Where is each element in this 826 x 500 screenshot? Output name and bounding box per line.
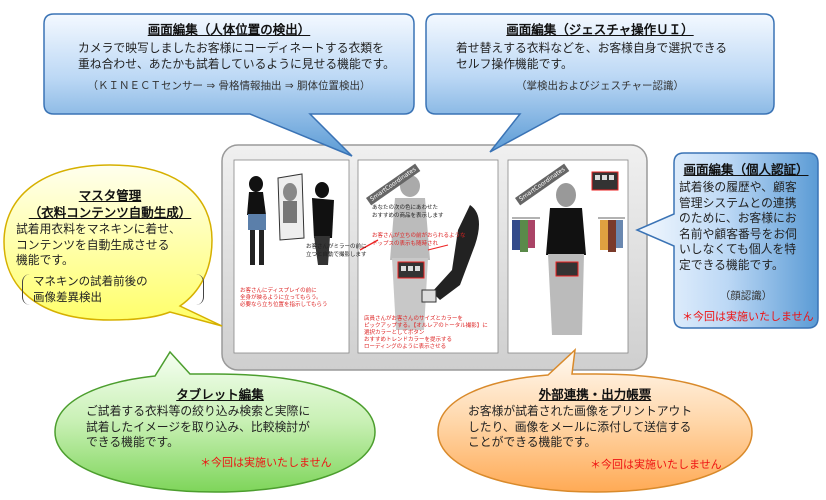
body-detection-text: カメラで映写しましたお客様にコーディネートする衣類を 重ね合わせ、あたかも試着し… xyxy=(78,41,395,71)
callout-external-shape xyxy=(437,348,753,493)
tablet-title: タブレット編集 xyxy=(176,387,264,402)
master-text: 試着用衣料をマネキンに着せ、 コンテンツを自動生成させる 機能です。 xyxy=(16,222,181,268)
master-bracket-text: マネキンの試着前後の 画像差異検出 xyxy=(22,274,204,306)
panel2-red-top: お客さんが立ちの前がおられるような xyxy=(372,233,466,239)
panel2-top-text-2: おすすめの商品を表示します xyxy=(372,213,444,219)
callout-tablet-shape xyxy=(54,350,376,493)
panel2-caption: 店員さんがお客さんのサイズとカラーを ピックアップする。【オルレアのトータル撮影… xyxy=(364,316,488,350)
body-detection-title: 画面編集（人体位置の検出） xyxy=(147,22,311,37)
callout-gesture-shape xyxy=(425,13,775,153)
tablet-text: ご試着する衣料等の絞り込み検索と実際に 試着したイメージを取り込み、比較検討が … xyxy=(86,404,311,450)
external-text: お客様が試着された画像をプリントアウト したり、画像をメールに添付して送信する … xyxy=(468,404,693,450)
callout-body-detection-shape xyxy=(43,13,415,157)
callout-master-shape xyxy=(3,164,223,327)
gesture-text: 着せ替えする衣料などを、お客様自身で選択できる セルフ操作機能です。 xyxy=(456,41,728,71)
panel1-caption: お客さんにディスプレイの前に 全身が映るように立ってもらう。 必要なら立ち位置を… xyxy=(240,288,328,308)
personal-not-implemented: ＊今回は実施いたしません xyxy=(682,310,814,323)
panel1-note-2: 立つと自動で撮影します xyxy=(306,252,367,258)
external-not-implemented: ＊今回は実施いたしません xyxy=(590,458,722,471)
personal-note: （顔認識） xyxy=(719,290,773,302)
personal-text: 試着後の履歴や、顧客 管理システムとの連携 のために、お客様にお 名前や顧客番号… xyxy=(679,180,797,272)
personal-title: 画面編集（個人認証） xyxy=(683,162,809,177)
tablet-not-implemented: ＊今回は実施いたしません xyxy=(200,456,332,469)
external-title: 外部連携・出力帳票 xyxy=(538,387,652,402)
panel2-red-top-2: トップスの表示も随時され xyxy=(372,241,439,247)
gesture-title: 画面編集（ジェスチャ操作ＵＩ） xyxy=(506,22,694,37)
callout-personal-shape xyxy=(635,152,819,329)
master-subtitle: （衣料コンテンツ自動生成） xyxy=(28,205,192,220)
panel1-note-1: お客さんがミラーの前に xyxy=(306,244,367,250)
panel2-top-text: あなたの次の色にあわせた xyxy=(372,205,439,211)
body-detection-note: （ＫＩＮＥＣＴセンサー ⇒ 骨格情報抽出 ⇒ 胴体位置検出） xyxy=(87,80,371,92)
gesture-note: （掌検出およびジェスチャー認識） xyxy=(516,80,684,92)
master-title: マスタ管理 xyxy=(78,188,142,203)
